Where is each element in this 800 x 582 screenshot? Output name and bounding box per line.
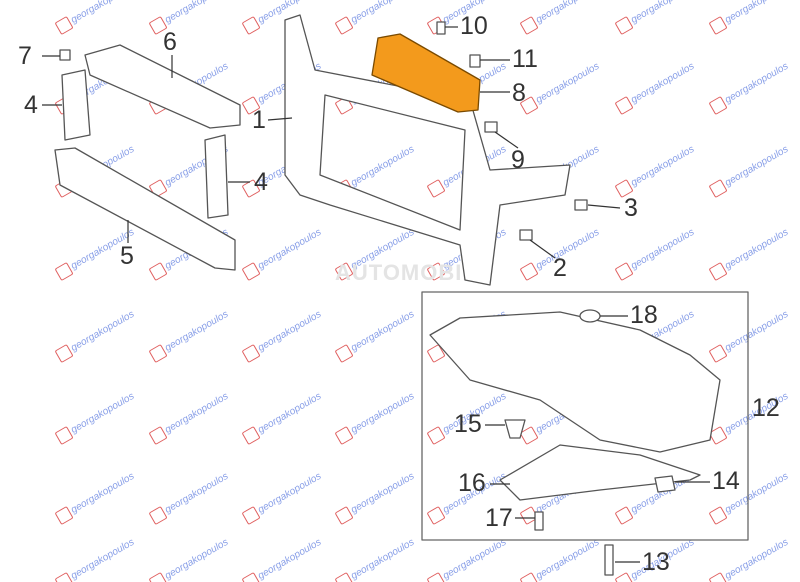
- callout-4-right: 4: [254, 168, 268, 196]
- part-6-upper-bracket: [84, 44, 241, 129]
- callout-17: 17: [485, 504, 513, 532]
- callout-12: 12: [752, 394, 780, 422]
- part-14-clip: [654, 475, 676, 493]
- part-18-washer: [579, 309, 601, 323]
- part-15-grommet: [504, 419, 526, 439]
- callout-15: 15: [454, 410, 482, 438]
- brand-watermark: AUTOMOBIL: [335, 260, 477, 285]
- callout-9: 9: [511, 146, 525, 174]
- callout-1: 1: [252, 106, 266, 134]
- leader-lines: [42, 26, 710, 563]
- bolts: [59, 21, 614, 576]
- part-12-undercover: [429, 311, 721, 453]
- callout-11: 11: [512, 45, 538, 73]
- callout-10: 10: [460, 12, 488, 40]
- callout-7: 7: [18, 42, 32, 70]
- callout-4-left: 4: [24, 91, 38, 119]
- part-1-radiator-support: [284, 14, 571, 286]
- callout-8: 8: [512, 79, 526, 107]
- callout-5: 5: [120, 242, 134, 270]
- callout-3: 3: [624, 194, 638, 222]
- callout-13: 13: [642, 548, 670, 576]
- part-4-right-guide: [204, 134, 229, 219]
- part-12-group-box: [421, 291, 749, 541]
- part-16-plate: [499, 444, 701, 501]
- part-5-lower-bracket: [54, 147, 236, 271]
- callout-14: 14: [712, 467, 740, 495]
- part-4-left-guide: [61, 69, 91, 141]
- callout-18: 18: [630, 301, 658, 329]
- callout-2: 2: [553, 254, 567, 282]
- callout-16: 16: [458, 469, 486, 497]
- callout-6: 6: [163, 28, 177, 56]
- part-8-highlighted-panel: [371, 33, 481, 113]
